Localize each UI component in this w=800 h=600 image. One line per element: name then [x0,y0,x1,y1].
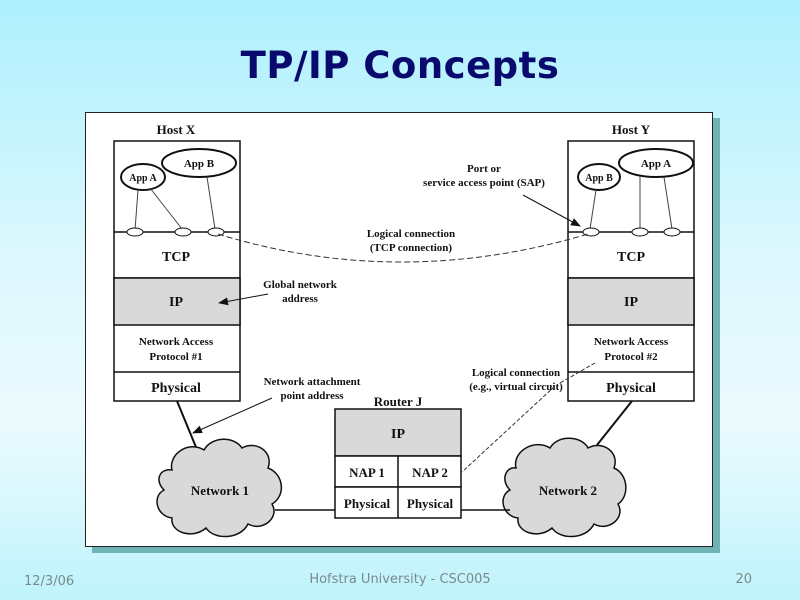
host-x-nap-line2: Protocol #1 [149,351,202,363]
attachment-label-2: point address [280,390,344,402]
host-x-network1-link [176,400,199,453]
footer-date: 12/3/06 [24,574,75,589]
network-2-label: Network 2 [539,483,597,498]
router-physical1-label: Physical [344,496,391,511]
host-y-app-b [577,163,621,191]
network-2-cloud: Network 2 [502,437,627,538]
host-y-port [631,227,649,237]
host-y: Host Y App B App A TCP IP Network Access… [567,122,695,402]
vc-label-1: Logical connection [472,367,560,379]
router-ip-layer [334,408,462,457]
host-x-app-b-label: App B [184,158,215,170]
slide-number: 20 [735,572,752,587]
host-x: Host X App A App B TCP IP Network Access… [113,122,241,402]
host-x-port [126,227,144,237]
host-x-nap-line1: Network Access [139,336,214,348]
router-nap2-label: NAP 2 [412,465,448,480]
sap-arrow [522,194,581,227]
host-x-ip-label: IP [169,295,183,310]
network-1-label: Network 1 [191,483,249,498]
host-y-label: Host Y [612,122,651,137]
router-j: Router J IP NAP 1 NAP 2 Physical Physica… [334,394,462,519]
tcp-connection-label-1: Logical connection [367,228,455,240]
vc-connection-line [461,362,596,473]
sap-label-2: service access point (SAP) [423,177,545,189]
vc-label-2: (e.g., virtual circuit) [469,381,563,393]
host-x-app-a [120,163,166,191]
host-y-tcp-label: TCP [617,250,645,265]
attachment-arrow [192,397,273,434]
host-y-app-a-label: App A [641,158,671,170]
host-x-stack [113,140,241,402]
global-address-arrow [218,293,269,306]
footer-center-text: Hofstra University - CSC005 [309,572,491,587]
attachment-label-1: Network attachment [264,376,361,388]
sap-label-1: Port or [467,163,501,175]
host-y-physical-label: Physical [606,381,656,396]
host-y-port [663,227,681,237]
global-address-label-1: Global network [263,279,338,291]
host-x-port [174,227,192,237]
host-y-ip-label: IP [624,295,638,310]
host-y-app-a [618,148,694,178]
tcp-connection-label-2: (TCP connection) [370,242,453,254]
host-y-stack [567,140,695,402]
host-x-app-a-label: App A [129,173,157,184]
host-y-nap-line1: Network Access [594,336,669,348]
host-x-label: Host X [157,122,196,137]
router-nap1-label: NAP 1 [349,465,385,480]
host-y-app-b-label: App B [585,173,613,184]
slide-title: TP/IP Concepts [240,44,560,87]
host-x-app-b [161,148,237,178]
host-x-tcp-label: TCP [162,250,190,265]
host-y-nap-line2: Protocol #2 [604,351,658,363]
tcp-logical-connection-line [217,233,589,263]
router-ip-label: IP [391,427,405,442]
router-physical2-label: Physical [407,496,454,511]
network-1-cloud: Network 1 [156,438,282,538]
host-y-ip-layer [567,277,695,326]
router-label: Router J [374,394,423,409]
global-address-label-2: address [282,293,319,305]
host-y-network2-link [596,400,633,446]
host-x-port [207,227,225,237]
host-x-physical-label: Physical [151,381,201,396]
